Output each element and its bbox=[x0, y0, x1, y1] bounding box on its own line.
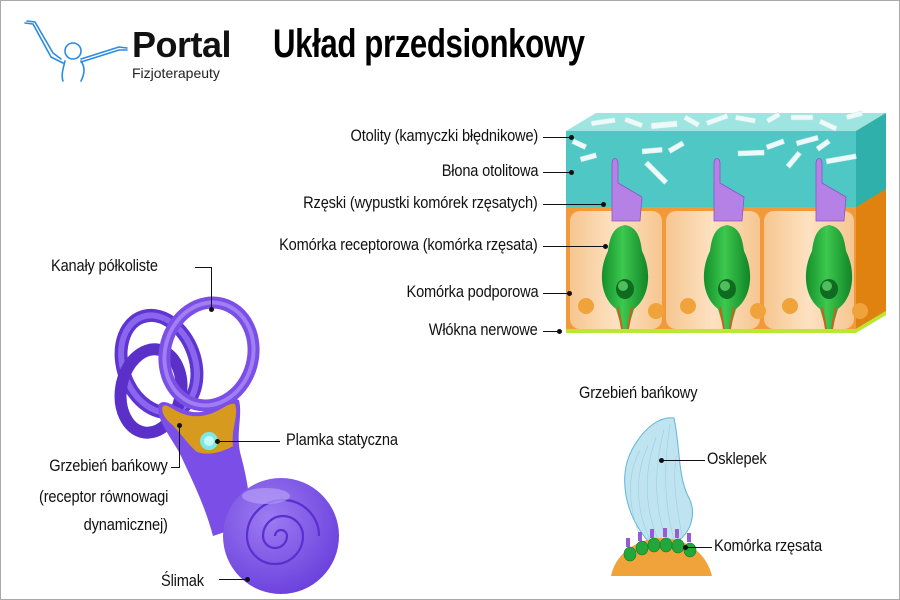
label-otolithic-membrane: Błona otolitowa bbox=[441, 161, 538, 180]
label-otoliths: Otolity (kamyczki błędnikowe) bbox=[350, 126, 538, 145]
label-crista-ampullaris: Grzebień bańkowy bbox=[49, 456, 169, 475]
label-crista-ampullaris-line3: dynamicznej) bbox=[83, 515, 168, 534]
label-supporting-cell: Komórka podporowa bbox=[406, 282, 538, 301]
macula-illustration bbox=[566, 110, 886, 333]
crista-illustration bbox=[611, 417, 712, 576]
label-cilia: Rzęski (wypustki komórek rzęsatych) bbox=[303, 193, 539, 212]
crista-title: Grzebień bańkowy bbox=[579, 383, 698, 402]
page-title: Układ przedsionkowy bbox=[273, 22, 585, 66]
label-receptor-cell: Komórka receptorowa (komórka rzęsata) bbox=[279, 235, 538, 254]
logo-subtitle: Fizjoterapeuty bbox=[132, 65, 220, 81]
label-nerve-fibers: Włókna nerwowe bbox=[429, 320, 538, 339]
label-crista-ampullaris-line2: (receptor równowagi bbox=[38, 487, 168, 506]
person-arms-raised-icon bbox=[24, 20, 128, 82]
label-macula: Plamka statyczna bbox=[286, 430, 398, 449]
label-cupula: Osklepek bbox=[707, 449, 767, 468]
logo-wordmark: Portal bbox=[132, 24, 232, 65]
label-semicircular-canals: Kanały półkoliste bbox=[51, 256, 158, 275]
label-hair-cell: Komórka rzęsata bbox=[714, 536, 822, 555]
label-cochlea: Ślimak bbox=[161, 571, 204, 590]
